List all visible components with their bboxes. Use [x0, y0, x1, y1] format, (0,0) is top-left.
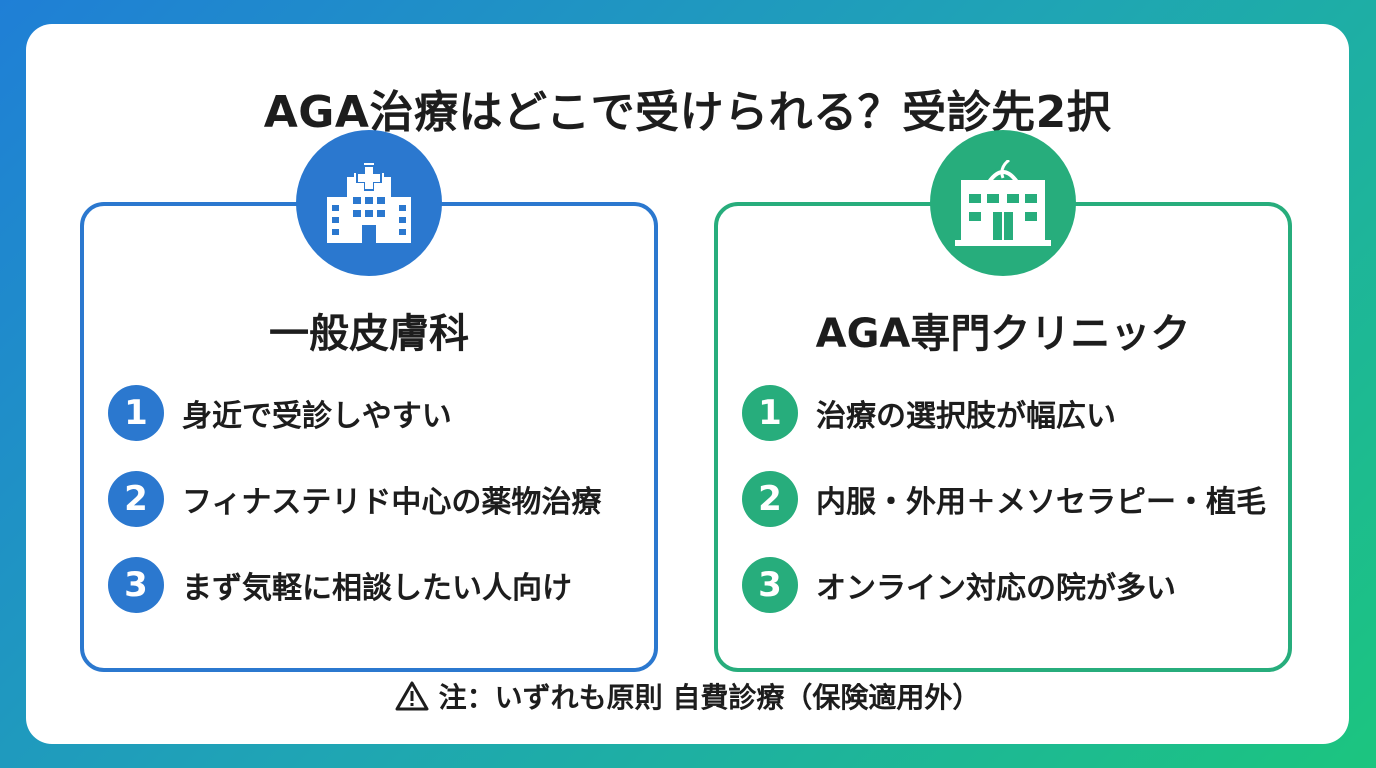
page-title: AGA治療はどこで受けられる？受診先2択 [263, 87, 1112, 138]
item-text: 治療の選択肢が幅広い [816, 399, 1116, 434]
list-item: 3 まず気軽に相談したい人向け [108, 556, 601, 614]
panel-title: 一般皮膚科 [269, 311, 469, 357]
list-item: 2 フィナステリド中心の薬物治療 [108, 470, 601, 528]
number-badge: 3 [108, 557, 164, 613]
list-item: 3 オンライン対応の院が多い [742, 556, 1266, 614]
number-badge: 1 [108, 385, 164, 441]
item-list: 1 身近で受診しやすい 2 フィナステリド中心の薬物治療 3 まず気軽に相談した… [108, 384, 601, 642]
list-item: 2 内服・外用＋メソセラピー・植毛 [742, 470, 1266, 528]
panel-aga-clinic: AGA専門クリニック 1 治療の選択肢が幅広い 2 内服・外用＋メソセラピー・植… [714, 130, 1292, 672]
list-item: 1 治療の選択肢が幅広い [742, 384, 1266, 442]
hospital-icon-badge [296, 130, 442, 276]
infographic-card: AGA治療はどこで受けられる？受診先2択 [26, 24, 1349, 744]
item-text: オンライン対応の院が多い [816, 571, 1176, 606]
number-badge: 2 [108, 471, 164, 527]
hospital-icon [327, 163, 411, 243]
item-list: 1 治療の選択肢が幅広い 2 内服・外用＋メソセラピー・植毛 3 オンライン対応… [742, 384, 1266, 642]
footnote: 注：いずれも原則 自費診療（保険適用外） [26, 676, 1349, 716]
item-text: 身近で受診しやすい [182, 399, 452, 434]
panel-dermatology: 一般皮膚科 1 身近で受診しやすい 2 フィナステリド中心の薬物治療 3 まず気… [80, 130, 658, 672]
item-text: フィナステリド中心の薬物治療 [182, 485, 602, 520]
list-item: 1 身近で受診しやすい [108, 384, 601, 442]
number-badge: 2 [742, 471, 798, 527]
hair-clinic-icon-badge [930, 130, 1076, 276]
hair-clinic-icon [955, 160, 1051, 246]
item-text: まず気軽に相談したい人向け [182, 571, 572, 606]
warning-icon [395, 681, 429, 711]
number-badge: 3 [742, 557, 798, 613]
item-text: 内服・外用＋メソセラピー・植毛 [816, 485, 1266, 520]
panel-title: AGA専門クリニック [815, 311, 1191, 357]
footnote-text: 注：いずれも原則 自費診療（保険適用外） [438, 681, 981, 714]
number-badge: 1 [742, 385, 798, 441]
